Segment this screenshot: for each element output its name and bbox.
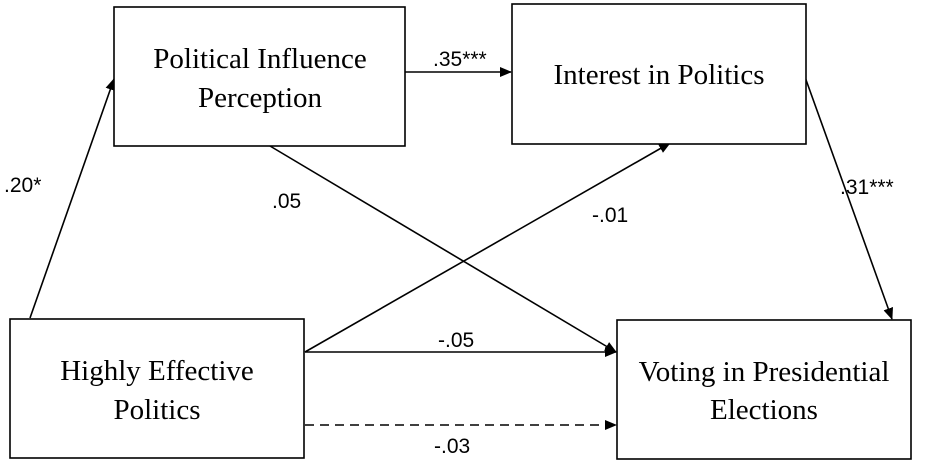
coef-hep-to-interest: -.01 (592, 204, 628, 227)
coef-hep-to-voting: -.05 (438, 329, 474, 352)
arrow-hep-to-pip (29, 78, 116, 319)
node-highly-effective-line2: Politics (113, 394, 200, 426)
coef-hep-to-voting-dashed: -.03 (434, 435, 470, 458)
node-political-influence: Political Influence Perception (113, 6, 406, 147)
node-interest-in-politics: Interest in Politics (511, 3, 807, 145)
node-interest-line1: Interest in Politics (553, 59, 764, 91)
node-political-influence-line1: Political Influence (153, 43, 366, 75)
coef-hep-to-pip: .20* (4, 174, 41, 197)
node-voting-line2: Elections (710, 394, 818, 426)
node-highly-effective-line1: Highly Effective (60, 355, 254, 387)
coef-interest-to-voting: .31*** (840, 176, 894, 199)
node-highly-effective-politics: Highly Effective Politics (9, 318, 305, 459)
arrow-interest-to-voting (804, 76, 893, 320)
node-voting-in-presidential-elections: Voting in Presidential Elections (616, 319, 912, 460)
arrow-hep-to-interest (304, 142, 671, 353)
node-voting-line1: Voting in Presidential (639, 356, 890, 388)
arrow-pip-to-voting (269, 145, 617, 353)
coef-pip-to-interest: .35*** (433, 48, 487, 71)
coef-pip-to-voting: .05 (272, 190, 301, 213)
node-political-influence-line2: Perception (198, 82, 323, 114)
